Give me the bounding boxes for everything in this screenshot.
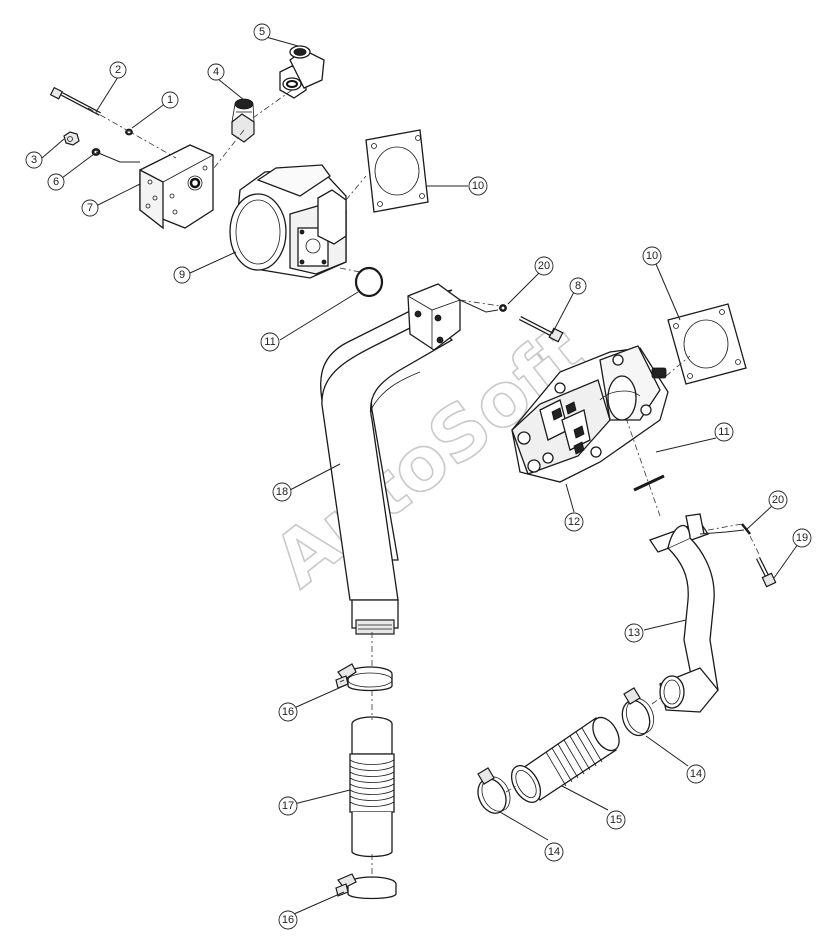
callout-12: 12 — [564, 512, 584, 532]
callout-3: 3 — [25, 151, 43, 169]
part-20-washer-lower — [741, 523, 751, 535]
part-4-adapter — [231, 98, 255, 143]
callout-14-left: 14 — [544, 842, 564, 862]
callout-16-upper-label: 16 — [282, 706, 294, 718]
part-19-bolt — [755, 556, 777, 588]
callout-11-lower: 11 — [714, 422, 734, 442]
part-12-hydraulic-pump — [511, 345, 669, 483]
callout-16-lower-label: 16 — [282, 914, 294, 926]
callout-5: 5 — [253, 23, 271, 41]
callout-17: 17 — [278, 796, 298, 816]
callout-16-lower: 16 — [278, 910, 298, 930]
callout-10-upper: 10 — [468, 176, 488, 196]
part-2-bolt — [49, 86, 101, 116]
part-9-pump-housing — [229, 164, 347, 279]
part-8-bolt — [518, 315, 564, 343]
callout-17-label: 17 — [282, 800, 294, 812]
callout-11-upper: 11 — [260, 332, 280, 352]
callout-20-upper: 20 — [534, 256, 554, 276]
callout-6: 6 — [47, 173, 65, 191]
part-14-clamp-left — [477, 767, 511, 814]
part-10-gasket-upper — [365, 129, 429, 213]
part-10-gasket-lower — [667, 303, 747, 385]
callout-2-label: 2 — [115, 64, 121, 76]
callout-2: 2 — [109, 61, 127, 79]
callout-16-upper: 16 — [278, 702, 298, 722]
part-3-plug — [63, 131, 80, 146]
part-16-clamp-lower — [335, 873, 397, 900]
callout-9: 9 — [173, 266, 191, 284]
callout-12-label: 12 — [568, 516, 580, 528]
callout-14-right: 14 — [686, 764, 706, 784]
part-5-elbow — [279, 45, 325, 99]
callout-19: 19 — [792, 528, 812, 548]
part-11-o-ring-upper — [354, 266, 384, 298]
callout-4: 4 — [207, 63, 225, 81]
callout-4-label: 4 — [213, 66, 219, 78]
callout-5-label: 5 — [259, 26, 265, 38]
part-20-washer-upper — [499, 304, 507, 312]
callout-14-left-label: 14 — [548, 846, 560, 858]
callout-11-upper-label: 11 — [264, 336, 275, 348]
part-16-clamp-upper — [335, 663, 393, 692]
callout-7: 7 — [81, 199, 99, 217]
callout-8-label: 8 — [575, 280, 581, 292]
leader-lines — [41, 36, 799, 915]
callout-11-lower-label: 11 — [718, 426, 729, 438]
part-7-manifold-block — [139, 144, 214, 230]
callout-10-lower-label: 10 — [646, 250, 658, 262]
centerlines — [87, 89, 761, 878]
callout-6-label: 6 — [53, 176, 59, 188]
callout-13-label: 13 — [628, 627, 640, 639]
callout-9-label: 9 — [179, 269, 185, 281]
callout-14-right-label: 14 — [690, 768, 702, 780]
callout-19-label: 19 — [796, 532, 808, 544]
callout-18: 18 — [272, 482, 292, 502]
callout-15-label: 15 — [610, 814, 622, 826]
callout-10-lower: 10 — [642, 246, 662, 266]
callout-10-upper-label: 10 — [472, 180, 484, 192]
callout-3-label: 3 — [31, 154, 37, 166]
callout-13: 13 — [624, 623, 644, 643]
part-18-pipe — [320, 283, 461, 635]
callout-20-upper-label: 20 — [538, 260, 550, 272]
part-17-bellows-hose — [349, 716, 395, 858]
callouts: 1 2 3 4 5 6 7 8 9 10 10 11 11 12 13 14 1… — [25, 23, 812, 930]
callout-1-label: 1 — [167, 94, 173, 106]
callout-7-label: 7 — [87, 202, 93, 214]
callout-15: 15 — [606, 810, 626, 830]
part-15-bellows-hose — [510, 716, 620, 803]
part-14-clamp-right — [621, 687, 655, 737]
callout-20-lower: 20 — [768, 490, 788, 510]
callout-8: 8 — [569, 277, 587, 295]
callout-18-label: 18 — [276, 486, 288, 498]
part-13-pipe — [648, 513, 719, 713]
part-11-o-ring-lower — [633, 474, 665, 492]
callout-20-lower-label: 20 — [772, 494, 784, 506]
callout-1: 1 — [161, 91, 179, 109]
